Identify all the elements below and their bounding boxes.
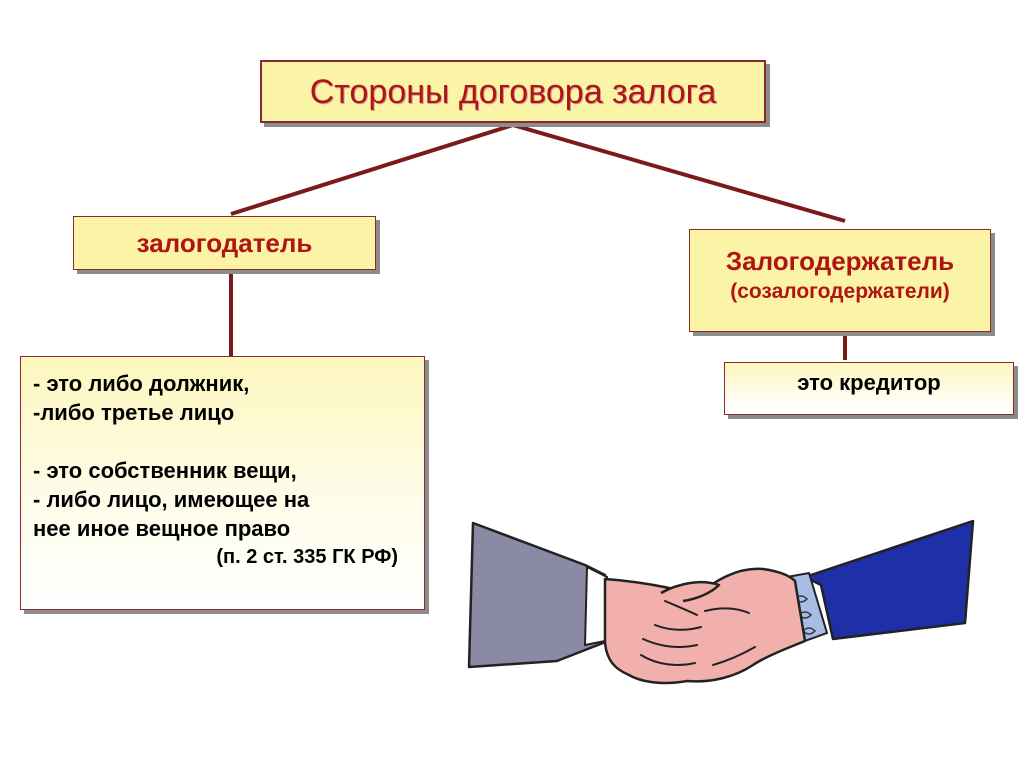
pledgee-sublabel: (созалогодержатели) xyxy=(730,280,950,303)
pledgor-label: залогодатель xyxy=(136,228,313,258)
pledgor-definition-box: - это либо должник, -либо третье лицо - … xyxy=(20,356,425,610)
right-sleeve xyxy=(803,519,975,641)
pledgee-definition: это кредитор xyxy=(797,370,941,395)
pledgor-definition-line: нее иное вещное право xyxy=(33,516,291,541)
finger-lines xyxy=(640,600,756,666)
left-sleeve xyxy=(467,521,607,669)
pledgee-label: Залогодержатель xyxy=(725,246,955,276)
pledgor-box: залогодатель xyxy=(73,216,376,270)
pledgee-box: Залогодержатель (созалогодержатели) xyxy=(689,229,991,332)
pledgor-definition-line: - это собственник вещи, xyxy=(33,458,297,483)
connector-title-to-pledgee xyxy=(512,123,846,223)
diagram-title-box: Стороны договора залога xyxy=(260,60,766,123)
pledgor-definition-line: - это либо должник, xyxy=(33,371,250,396)
pledgor-definition-line: - либо лицо, имеющее на xyxy=(33,487,310,512)
thumb xyxy=(660,581,721,603)
pledgor-definition-line: -либо третье лицо xyxy=(33,400,235,425)
connector-title-to-pledgor xyxy=(230,123,514,216)
left-cuff xyxy=(583,565,609,647)
diagram-title: Стороны договора залога xyxy=(309,73,717,111)
definition-spacer xyxy=(33,427,414,456)
pledgee-definition-box: это кредитор xyxy=(724,362,1014,415)
handshake-icon xyxy=(467,519,975,685)
legal-reference: (п. 2 ст. 335 ГК РФ) xyxy=(216,546,398,568)
